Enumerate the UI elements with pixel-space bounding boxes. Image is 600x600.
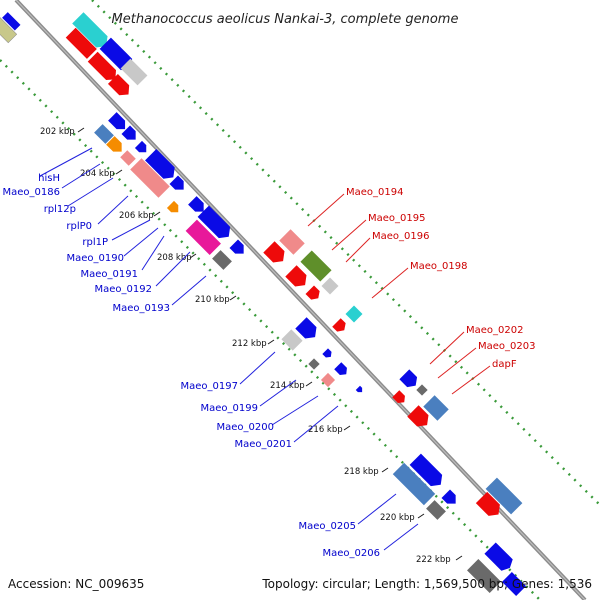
gene-feature[interactable] [407,405,432,430]
gene-feature[interactable] [355,385,364,394]
gene-feature[interactable] [229,239,248,258]
gene-feature[interactable] [145,149,179,183]
inner-dotted-ring [0,59,541,600]
gene-feature[interactable] [300,250,332,282]
kbp-label: 212 kbp [232,339,267,349]
gene-label[interactable]: Maeo_0194 [346,187,403,198]
gene-feature[interactable] [0,16,18,44]
gene-feature[interactable] [392,462,436,506]
gene-label[interactable]: Maeo_0190 [67,253,124,264]
gene-feature[interactable] [475,491,504,520]
map-title: Methanococcus aeolicus Nankai-3, complet… [112,12,459,27]
gene-feature[interactable] [501,571,527,597]
kbp-label: 202 kbp [40,127,75,137]
gene-feature[interactable] [121,125,140,144]
gene-feature[interactable] [467,559,501,593]
gene-feature[interactable] [169,175,188,194]
gene-feature[interactable] [197,205,235,243]
gene-features [0,12,527,597]
gene-label[interactable]: dapF [492,359,517,370]
gene-feature[interactable] [485,477,523,515]
left-leader-lines [39,147,419,551]
gene-label[interactable]: Maeo_0198 [410,261,467,272]
gene-label[interactable]: Maeo_0186 [3,187,60,198]
kbp-label: 220 kbp [380,513,415,523]
gene-feature[interactable] [281,329,303,351]
gene-feature[interactable] [322,348,333,359]
gene-feature[interactable] [409,453,447,491]
kbp-label: 216 kbp [308,425,343,435]
gene-feature[interactable] [305,285,323,303]
gene-feature[interactable] [334,362,350,378]
gene-feature[interactable] [185,219,221,255]
gene-label[interactable]: Maeo_0203 [478,341,535,352]
accession-text: Accession: NC_009635 [8,577,144,591]
gene-feature[interactable] [423,395,449,421]
gene-feature[interactable] [94,124,114,144]
gene-label[interactable]: rplP0 [66,221,92,232]
gene-label[interactable]: rpl1P [82,237,108,248]
gene-feature[interactable] [72,12,112,52]
gene-label[interactable]: Maeo_0195 [368,213,425,224]
gene-feature[interactable] [285,265,310,290]
gene-feature[interactable] [120,58,148,86]
gene-feature[interactable] [130,158,170,198]
genome-backbone-highlight [15,0,586,600]
gene-label[interactable]: Maeo_0199 [201,403,258,414]
gene-feature[interactable] [65,27,97,59]
kbp-label: 204 kbp [80,169,115,179]
gene-feature[interactable] [332,318,348,334]
gene-feature[interactable] [295,317,320,342]
gene-feature[interactable] [87,51,121,85]
topology-text: Topology: circular; Length: 1,569,500 bp… [261,577,592,591]
gene-feature[interactable] [166,200,182,216]
gene-label[interactable]: Maeo_0206 [323,548,380,559]
gene-label[interactable]: Maeo_0191 [81,269,138,280]
gene-feature[interactable] [106,136,126,156]
gene-feature[interactable] [320,372,336,388]
gene-feature[interactable] [426,500,446,520]
gene-feature[interactable] [441,489,460,508]
right-gene-labels: Maeo_0194 Maeo_0195 Maeo_0196 Maeo_0198 … [346,187,535,370]
gene-feature[interactable] [392,390,408,406]
gene-feature[interactable] [308,358,320,370]
kbp-scale: 202 kbp 204 kbp 206 kbp 208 kbp 210 kbp … [40,127,463,565]
gene-feature[interactable] [399,369,420,390]
gene-feature[interactable] [188,196,208,216]
gene-feature[interactable] [212,250,232,270]
gene-feature[interactable] [134,140,150,156]
gene-feature[interactable] [263,241,288,266]
gene-label[interactable]: Maeo_0197 [181,381,238,392]
gene-feature[interactable] [321,277,339,295]
gene-feature[interactable] [416,384,428,396]
gene-feature[interactable] [279,229,305,255]
gene-label[interactable]: Maeo_0201 [235,439,292,450]
gene-label[interactable]: Maeo_0200 [217,422,274,433]
gene-label[interactable]: Maeo_0196 [372,231,429,242]
gene-label[interactable]: Maeo_0192 [95,284,152,295]
kbp-label: 218 kbp [344,467,379,477]
kbp-label: 206 kbp [119,211,154,221]
gene-label[interactable]: Maeo_0202 [466,325,523,336]
kbp-label: 210 kbp [195,295,230,305]
gene-feature[interactable] [345,305,363,323]
gene-feature[interactable] [120,150,136,166]
gene-feature[interactable] [99,37,137,75]
gene-feature[interactable] [2,12,21,31]
right-leader-lines [307,193,491,395]
kbp-label: 222 kbp [416,555,451,565]
gene-label[interactable]: rpl12p [44,204,76,215]
gene-label[interactable]: Maeo_0193 [113,303,170,314]
left-gene-labels: hisH Maeo_0186 rpl12p rplP0 rpl1P Maeo_0… [3,173,380,559]
gene-feature[interactable] [107,73,133,99]
gene-label[interactable]: Maeo_0205 [299,521,356,532]
kbp-label: 208 kbp [157,253,192,263]
gene-label[interactable]: hisH [38,173,60,184]
gene-feature[interactable] [484,542,515,573]
